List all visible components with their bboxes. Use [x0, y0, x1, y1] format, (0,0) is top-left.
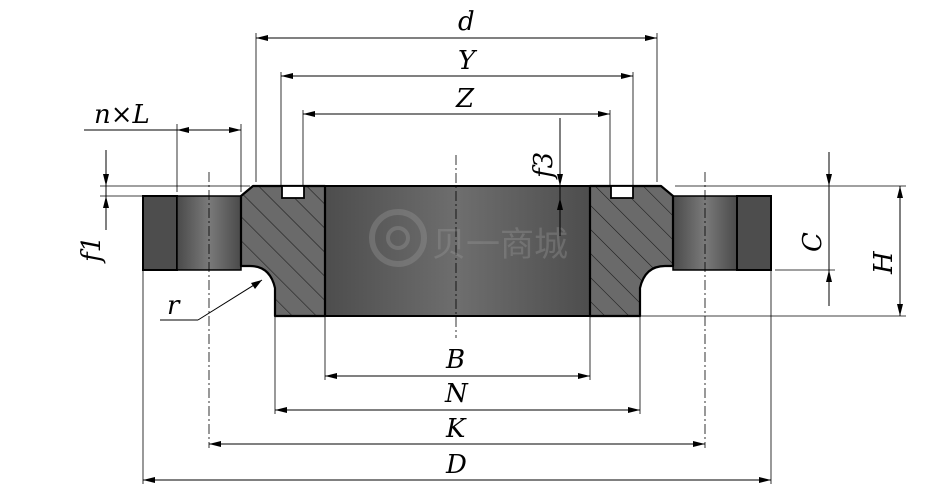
watermark: 贝一商城 [369, 209, 568, 267]
label-z: Z [455, 84, 475, 114]
labels: d Y Z n×L f3 f1 C H r B N K D [77, 7, 899, 480]
label-r: r [167, 291, 181, 321]
label-d: d [458, 7, 475, 37]
label-c: C [798, 232, 828, 252]
label-f3: f3 [529, 152, 559, 180]
right-groove [610, 185, 634, 199]
label-y: Y [458, 46, 478, 76]
label-d-outer: D [445, 450, 467, 480]
label-b: B [445, 345, 465, 375]
right-rim [736, 195, 772, 271]
label-k: K [445, 414, 467, 444]
left-rim [142, 195, 178, 271]
label-n: N [444, 379, 469, 409]
watermark-text: 贝一商城 [432, 225, 568, 265]
central-bore [324, 185, 591, 317]
label-h: H [869, 250, 899, 275]
label-f1: f1 [77, 236, 107, 264]
left-section [239, 184, 327, 318]
dimensions [84, 33, 906, 484]
left-groove [281, 185, 305, 199]
flange-body: 贝一商城 [142, 155, 772, 448]
label-nxl: n×L [94, 100, 150, 130]
right-section [588, 184, 675, 318]
